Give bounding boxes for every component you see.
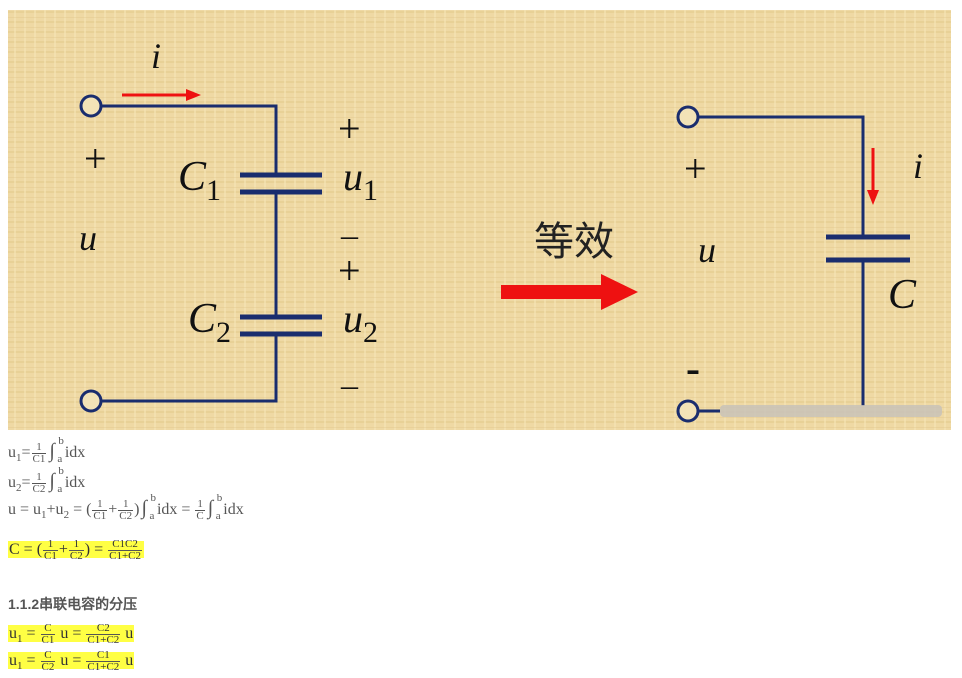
u1-plus-sign: +	[338, 106, 361, 151]
right-top-terminal	[676, 105, 700, 129]
right-bottom-terminal	[676, 399, 700, 423]
equivalent-label: 等效	[534, 219, 614, 265]
left-current-arrow	[122, 89, 201, 101]
u2-minus-sign: –	[340, 367, 359, 404]
blurred-watermark	[720, 405, 942, 417]
right-current-arrow	[867, 148, 879, 205]
right-voltage-label: u	[698, 230, 716, 270]
left-top-wire	[102, 104, 278, 175]
c1-label: C1	[178, 154, 221, 207]
circuit-figure: i + u C1 C2 u1 u2 + – + – 等效 + u - i C	[8, 10, 951, 430]
left-bottom-terminal	[79, 389, 103, 413]
left-bottom-wire	[102, 334, 278, 403]
right-current-label: i	[913, 146, 923, 186]
u1-label: u1	[343, 154, 378, 207]
u2-label: u2	[343, 296, 378, 349]
u2-plus-sign: +	[338, 248, 361, 293]
right-top-wire	[698, 115, 865, 237]
figure-background	[8, 10, 951, 430]
right-circuit	[676, 105, 910, 423]
section-heading: 1.1.2串联电容的分压	[8, 596, 138, 612]
left-plus-sign: +	[84, 136, 107, 181]
left-circuit	[79, 94, 322, 413]
right-plus-sign: +	[684, 146, 707, 191]
right-minus-sign: -	[686, 346, 700, 392]
left-top-terminal	[79, 94, 103, 118]
left-voltage-label: u	[79, 218, 97, 258]
c2-label: C2	[188, 296, 231, 349]
left-current-label: i	[151, 36, 161, 76]
c-label: C	[888, 272, 917, 318]
u1-minus-sign: –	[340, 217, 359, 254]
equivalent-arrow-icon	[501, 274, 638, 310]
